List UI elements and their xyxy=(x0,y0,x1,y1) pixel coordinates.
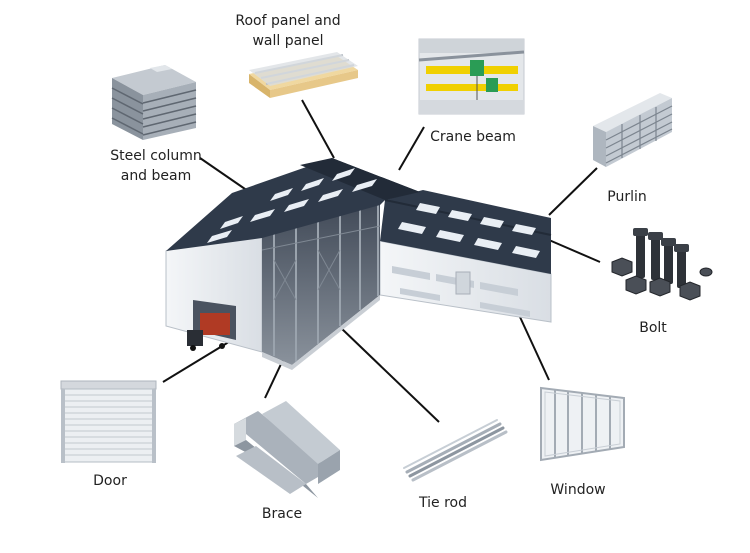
main-hall-interior xyxy=(262,190,380,365)
label-door: Door xyxy=(93,473,127,489)
label-brace: Brace xyxy=(261,506,303,522)
line-roof-panel xyxy=(301,99,335,159)
label-bolt: Bolt xyxy=(639,320,667,336)
line-door xyxy=(162,336,238,383)
truck-graphic xyxy=(187,313,230,351)
bolt-image xyxy=(611,228,713,301)
label-roof-panel: Roof panel and wall panel xyxy=(228,11,348,51)
line-tie-rod xyxy=(339,326,440,423)
purlin-image xyxy=(593,93,673,167)
right-wing-door xyxy=(455,271,471,295)
steel-column-image xyxy=(111,65,197,140)
label-crane-beam: Crane beam xyxy=(430,129,516,145)
roof-panel-image xyxy=(249,52,358,98)
label-steel-column-line2: and beam xyxy=(120,168,192,184)
line-crane-beam xyxy=(398,126,425,171)
tie-rod-image xyxy=(403,419,508,482)
line-window xyxy=(519,316,550,381)
crane-beam-image xyxy=(418,38,525,115)
label-roof-panel-line1: Roof panel and xyxy=(235,13,341,29)
label-steel-column-line1: Steel column xyxy=(110,148,202,164)
line-bolt xyxy=(548,239,601,263)
line-purlin xyxy=(548,167,598,216)
steel-building xyxy=(165,158,552,370)
label-steel-column: Steel column and beam xyxy=(96,146,216,186)
right-wing-skylights xyxy=(398,203,540,258)
label-roof-panel-line2: wall panel xyxy=(252,33,324,49)
main-hall-columns xyxy=(273,192,379,362)
main-hall-bracing xyxy=(261,225,381,301)
main-hall-skylights xyxy=(207,168,377,243)
brace-image xyxy=(234,401,340,498)
main-hall-roof-ridge xyxy=(300,158,420,200)
label-window: Window xyxy=(550,482,606,498)
label-tie-rod: Tie rod xyxy=(419,495,467,511)
label-purlin: Purlin xyxy=(607,189,647,205)
window-image xyxy=(540,386,625,462)
door-image xyxy=(60,380,157,463)
